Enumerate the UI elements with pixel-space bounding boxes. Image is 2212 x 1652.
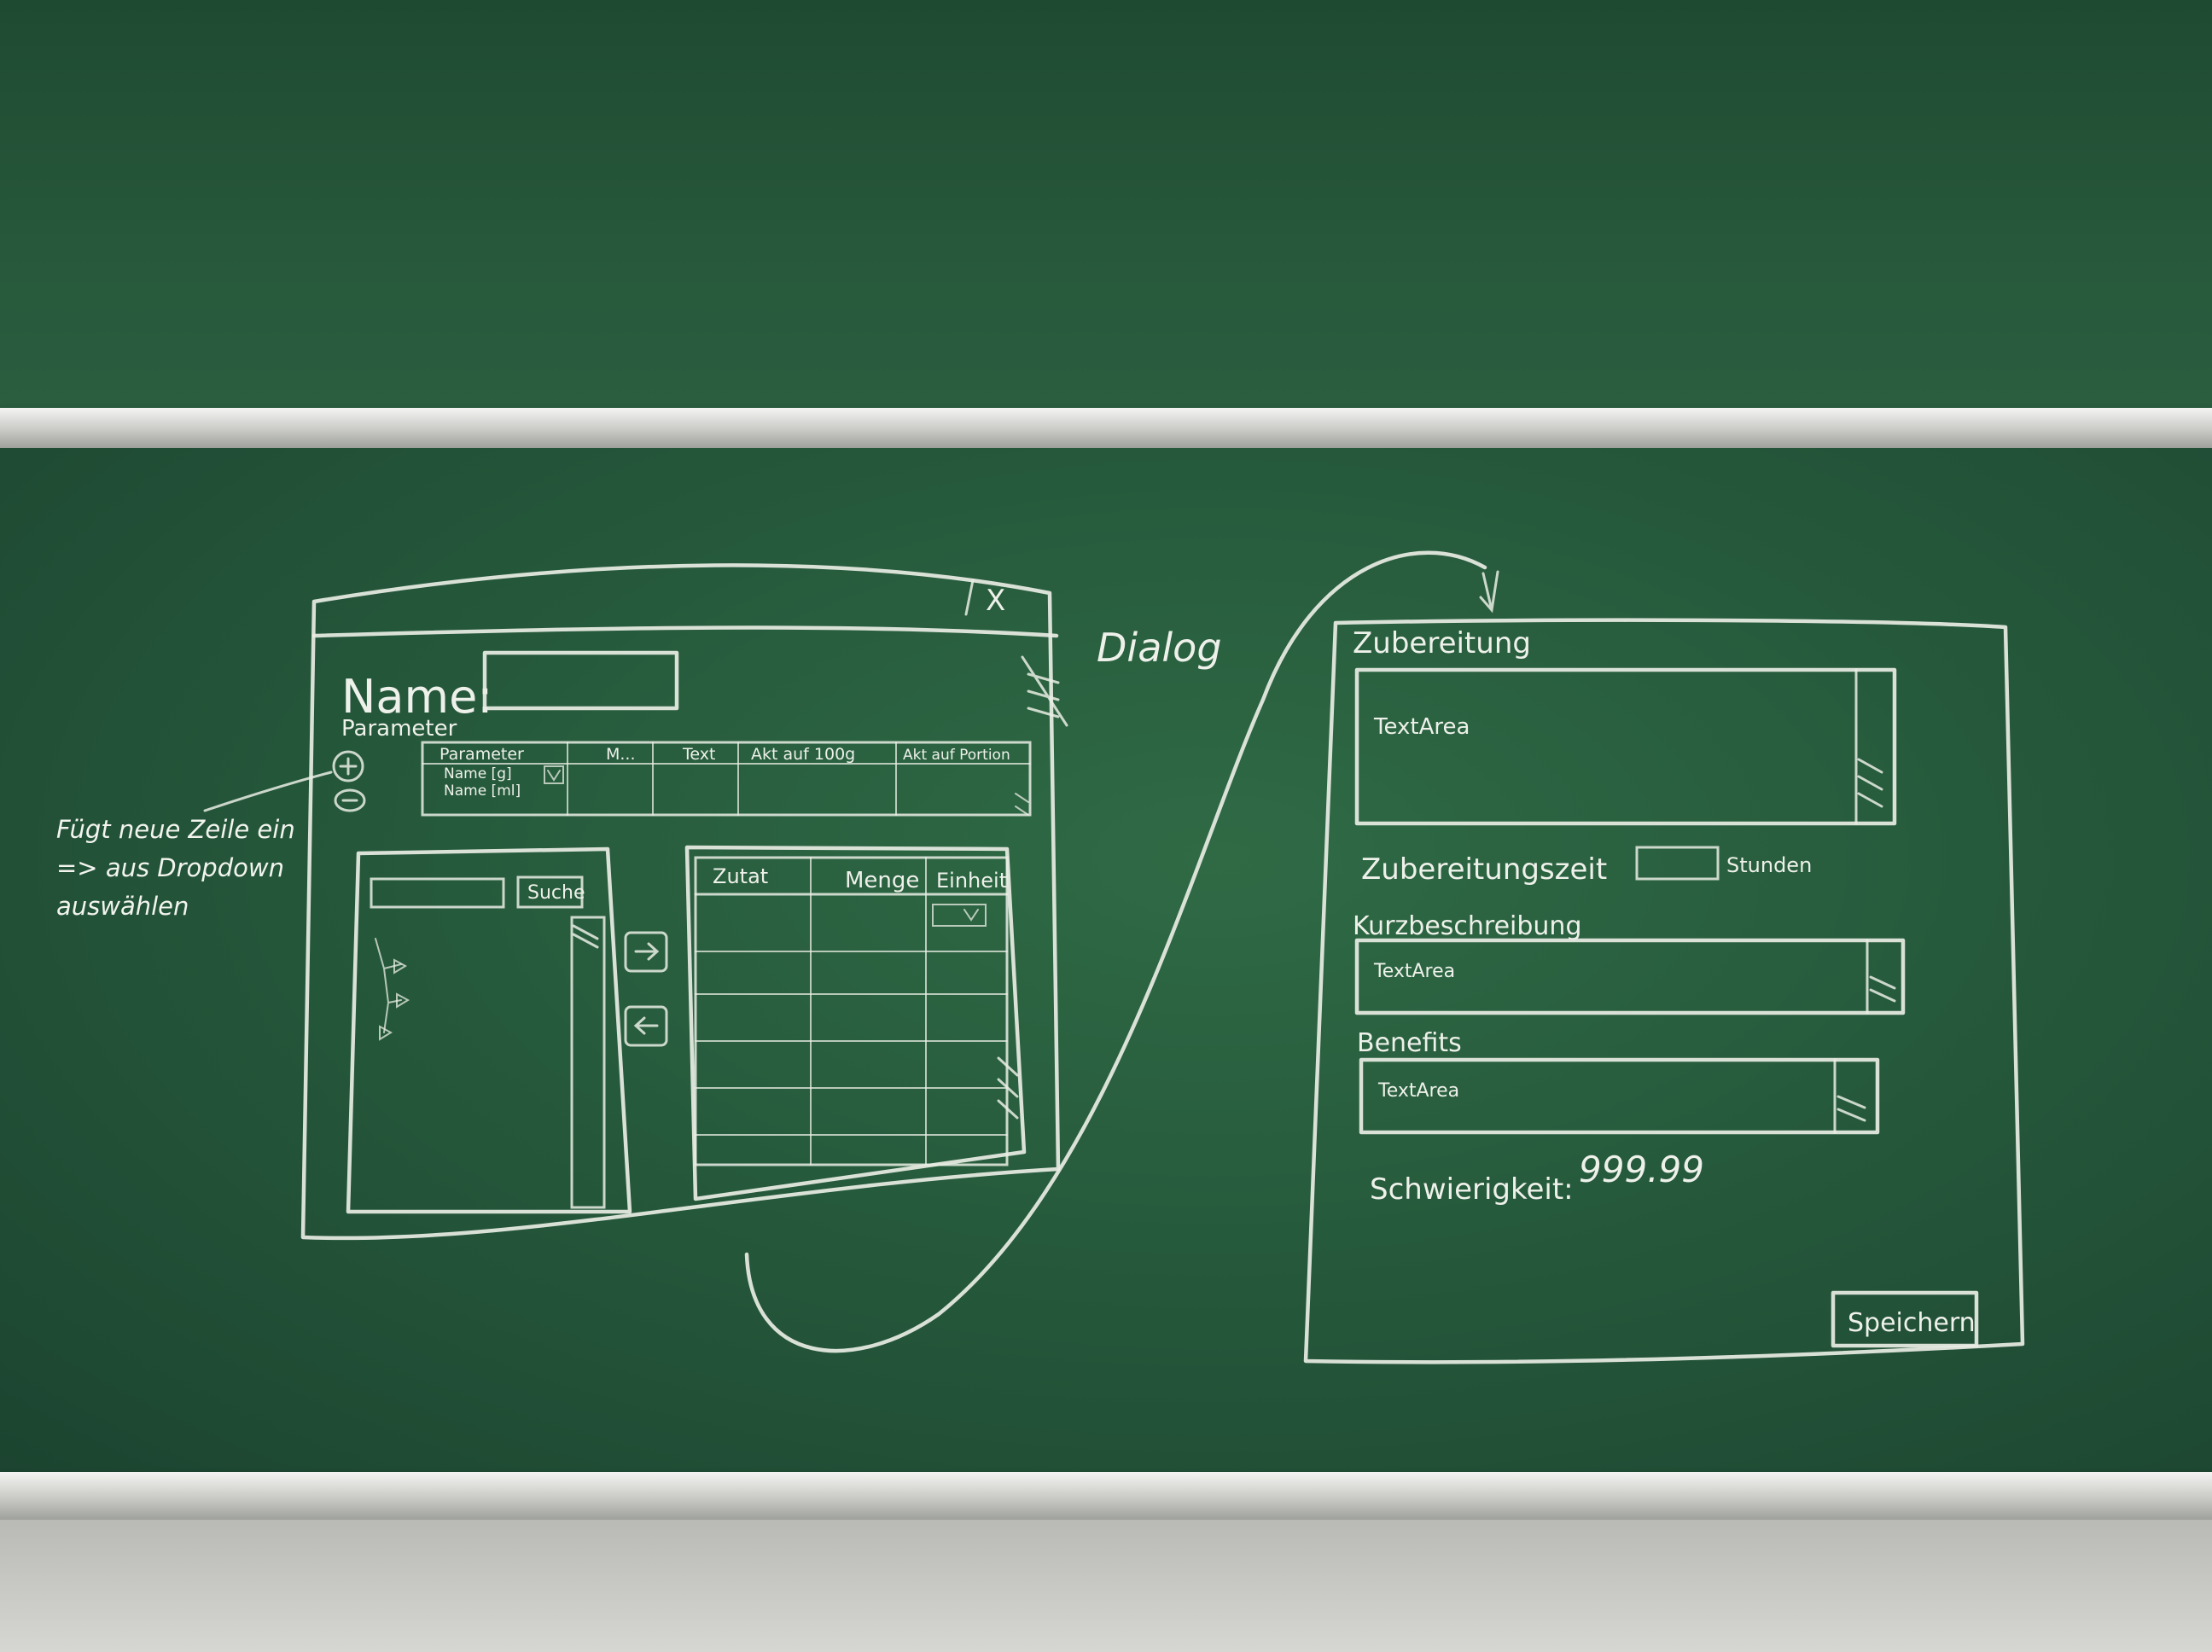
search-button-frame[interactable] xyxy=(516,875,584,909)
arrow-right-icon xyxy=(634,942,660,961)
ingredient-col-menge: Menge xyxy=(845,868,919,893)
kurzbeschreibung-textarea[interactable] xyxy=(1354,938,1906,1015)
name-input[interactable] xyxy=(482,650,679,711)
search-input[interactable] xyxy=(370,877,505,909)
parameter-table xyxy=(421,741,1032,817)
param-col-m: M... xyxy=(606,745,636,764)
arrow-left-icon xyxy=(633,1016,659,1035)
tree-lines xyxy=(375,938,402,1033)
title-bar-divider xyxy=(311,625,1059,638)
flow-connector xyxy=(744,550,1487,1353)
main-window: X Name: Parameter Parameter M... Text Ak… xyxy=(203,563,1068,1241)
zubereitung-scroll-grip[interactable] xyxy=(1857,758,1883,808)
param-row-name-ml: Name [ml] xyxy=(444,782,521,800)
kurzbeschreibung-scroll-grip[interactable] xyxy=(1869,975,1896,1003)
chevron-down-icon xyxy=(547,770,561,782)
chevron-down-icon xyxy=(963,909,979,922)
add-row-hint-text: Fügt neue Zeile ein => aus Dropdown ausw… xyxy=(56,815,295,921)
main-window-scroll-grip[interactable] xyxy=(1021,655,1068,727)
tree-scrollbar[interactable] xyxy=(570,916,606,1209)
chalkboard-lower-panel xyxy=(0,448,2212,1472)
tree-node-icon[interactable] xyxy=(393,958,408,974)
schwierigkeit-value: 999.99 xyxy=(1579,1149,1704,1190)
ingredient-table xyxy=(694,856,1009,1166)
benefits-scroll-grip[interactable] xyxy=(1837,1095,1866,1122)
kurzbeschreibung-textarea-placeholder: TextArea xyxy=(1373,961,1455,982)
main-window-frame xyxy=(300,563,1061,1241)
param-col-text: Text xyxy=(682,745,715,764)
search-button[interactable]: Suche xyxy=(527,882,585,904)
zubereitung-textarea[interactable] xyxy=(1354,667,1897,826)
zubereitungszeit-input[interactable] xyxy=(1635,846,1720,881)
schwierigkeit-label: Schwierigkeit: xyxy=(1370,1172,1574,1207)
benefits-textarea-placeholder: TextArea xyxy=(1377,1080,1459,1102)
hint-arrow xyxy=(203,771,333,812)
zubereitungszeit-label: Zubereitungszeit xyxy=(1361,852,1607,887)
remove-row-button[interactable] xyxy=(334,788,366,812)
chalk-rail-bottom xyxy=(0,1472,2212,1520)
param-row-name-g: Name [g] xyxy=(444,765,512,782)
tree-node-icon[interactable] xyxy=(396,992,410,1009)
dialog-frame xyxy=(1303,618,2025,1364)
ingredient-col-einheit: Einheit xyxy=(936,869,1007,893)
dialog-label: Dialog xyxy=(1097,625,1222,671)
tree-scroll-grip[interactable] xyxy=(572,924,599,949)
tree-node-icon[interactable] xyxy=(379,1025,393,1041)
param-row-dropdown[interactable] xyxy=(544,765,564,784)
param-col-akt-100g: Akt auf 100g xyxy=(751,745,855,764)
ingredient-panel xyxy=(684,845,1027,1201)
save-button[interactable]: Speichern xyxy=(1848,1308,1976,1338)
add-row-button[interactable] xyxy=(332,750,364,782)
arrow-down-icon xyxy=(1479,570,1499,614)
close-button[interactable]: X xyxy=(986,584,1005,618)
chalk-rail-top xyxy=(0,408,2212,448)
benefits-label: Benefits xyxy=(1357,1028,1462,1058)
parameter-table-scroll-grip[interactable] xyxy=(1015,793,1029,816)
close-separator xyxy=(964,579,975,616)
dialog-window: Zubereitung TextArea Zubereitungszeit St… xyxy=(1303,618,2025,1364)
ingredient-scroll-grip[interactable] xyxy=(997,1056,1019,1120)
name-label: Name: xyxy=(341,670,493,724)
plus-icon xyxy=(339,757,358,776)
move-right-button[interactable] xyxy=(624,931,668,973)
ingredient-col-zutat: Zutat xyxy=(713,864,768,888)
tree-panel xyxy=(346,846,632,1214)
add-row-hint-block: Fügt neue Zeile ein => aus Dropdown ausw… xyxy=(56,811,329,926)
param-col-akt-portion: Akt auf Portion xyxy=(903,747,1010,764)
unit-dropdown[interactable] xyxy=(932,904,987,927)
chalkboard-upper-panel xyxy=(0,0,2212,408)
kurzbeschreibung-label: Kurzbeschreibung xyxy=(1353,911,1582,941)
param-col-parameter: Parameter xyxy=(439,745,524,764)
move-left-button[interactable] xyxy=(624,1005,668,1047)
zubereitungszeit-unit: Stunden xyxy=(1726,853,1812,877)
save-button-frame[interactable] xyxy=(1831,1290,1979,1348)
zubereitung-label: Zubereitung xyxy=(1353,626,1531,660)
parameter-heading: Parameter xyxy=(341,716,457,742)
wall xyxy=(0,1520,2212,1652)
benefits-textarea[interactable] xyxy=(1359,1057,1880,1135)
zubereitung-textarea-placeholder: TextArea xyxy=(1373,714,1470,740)
